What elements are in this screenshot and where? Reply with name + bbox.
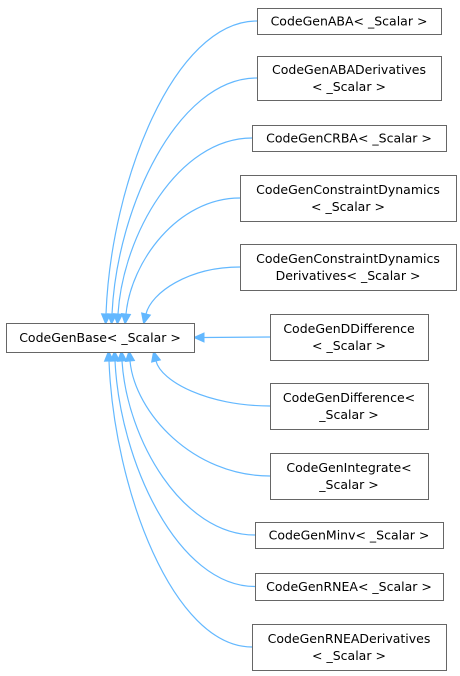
edge-arrowhead — [124, 349, 136, 363]
inheritance-edge-difference — [151, 350, 271, 407]
derived-class-node-minv[interactable]: CodeGenMinv< _Scalar > — [255, 522, 444, 549]
edge-line — [114, 360, 256, 588]
class-name-line: Derivatives< _Scalar > — [276, 268, 421, 283]
inheritance-edge-rnea-derivatives — [103, 349, 253, 648]
inheritance-edges — [100, 20, 271, 648]
class-name-line: CodeGenABADerivatives — [272, 62, 426, 77]
edge-line — [108, 360, 253, 648]
edge-arrowhead — [103, 349, 115, 362]
edge-arrowhead — [120, 312, 132, 326]
class-name-line: CodeGenABA< _Scalar > — [271, 14, 428, 29]
class-box — [252, 624, 447, 671]
class-name-line: CodeGenRNEA< _Scalar > — [266, 579, 432, 594]
class-box — [270, 314, 429, 361]
edge-arrowhead — [192, 332, 205, 343]
class-nodes: CodeGenBase< _Scalar > CodeGenABA< _Scala… — [6, 8, 457, 671]
class-box — [255, 573, 444, 601]
class-box — [240, 244, 457, 291]
derived-class-node-aba-derivatives[interactable]: CodeGenABADerivatives < _Scalar > — [257, 56, 442, 101]
derived-class-node-crba[interactable]: CodeGenCRBA< _Scalar > — [252, 125, 447, 152]
edge-line — [145, 266, 241, 315]
edge-line — [129, 360, 271, 477]
edge-line — [105, 20, 258, 315]
class-name-line: CodeGenConstraintDynamics — [256, 182, 440, 197]
class-box — [257, 8, 442, 35]
derived-class-node-aba[interactable]: CodeGenABA< _Scalar > — [257, 8, 442, 35]
derived-class-node-rnea-derivatives[interactable]: CodeGenRNEADerivatives < _Scalar > — [252, 624, 447, 671]
edge-line — [155, 360, 271, 407]
class-name-line: CodeGenConstraintDynamics — [256, 251, 440, 266]
class-name-line: _Scalar > — [318, 477, 378, 492]
class-name-line: CodeGenBase< _Scalar > — [19, 330, 181, 345]
edge-arrowhead — [112, 313, 124, 326]
class-box — [270, 453, 429, 500]
class-name-line: < _Scalar > — [311, 199, 385, 214]
class-box — [6, 323, 195, 353]
class-box — [240, 175, 457, 222]
class-box — [255, 522, 444, 549]
class-box — [257, 56, 442, 101]
inheritance-edge-aba-derivatives — [106, 77, 258, 326]
class-name-line: CodeGenDDifference — [283, 321, 415, 336]
derived-class-node-ddifference[interactable]: CodeGenDDifference < _Scalar > — [270, 314, 429, 361]
class-node-base[interactable]: CodeGenBase< _Scalar > — [6, 323, 195, 353]
derived-class-node-rnea[interactable]: CodeGenRNEA< _Scalar > — [255, 573, 444, 601]
inheritance-edge-integrate — [124, 349, 271, 477]
class-name-line: CodeGenMinv< _Scalar > — [269, 528, 430, 543]
inheritance-edge-constraint-dynamics-derivatives — [140, 266, 241, 325]
edge-line — [121, 360, 256, 536]
class-name-line: _Scalar > — [318, 407, 378, 422]
edge-arrowhead — [140, 312, 152, 325]
class-name-line: CodeGenIntegrate< — [286, 460, 411, 475]
edge-line — [117, 137, 253, 315]
edge-line — [203, 336, 271, 339]
class-box — [252, 125, 447, 152]
class-box — [270, 383, 429, 430]
edge-arrowhead — [151, 350, 162, 363]
class-name-line: CodeGenRNEADerivatives — [268, 631, 431, 646]
derived-class-node-constraint-dynamics[interactable]: CodeGenConstraintDynamics < _Scalar > — [240, 175, 457, 222]
class-name-line: < _Scalar > — [312, 338, 386, 353]
edge-arrowhead — [116, 349, 128, 362]
inheritance-edge-minv — [116, 349, 256, 536]
class-name-line: CodeGenDifference< — [283, 390, 415, 405]
derived-class-node-integrate[interactable]: CodeGenIntegrate< _Scalar > — [270, 453, 429, 500]
class-name-line: CodeGenCRBA< _Scalar > — [266, 131, 432, 146]
edge-line — [125, 197, 241, 315]
class-name-line: < _Scalar > — [312, 79, 386, 94]
class-name-line: < _Scalar > — [312, 648, 386, 663]
inheritance-edge-ddifference — [192, 332, 271, 343]
inheritance-edge-crba — [112, 137, 253, 326]
derived-class-node-difference[interactable]: CodeGenDifference< _Scalar > — [270, 383, 429, 430]
edge-line — [111, 77, 258, 315]
inheritance-edge-constraint-dynamics — [120, 197, 241, 326]
